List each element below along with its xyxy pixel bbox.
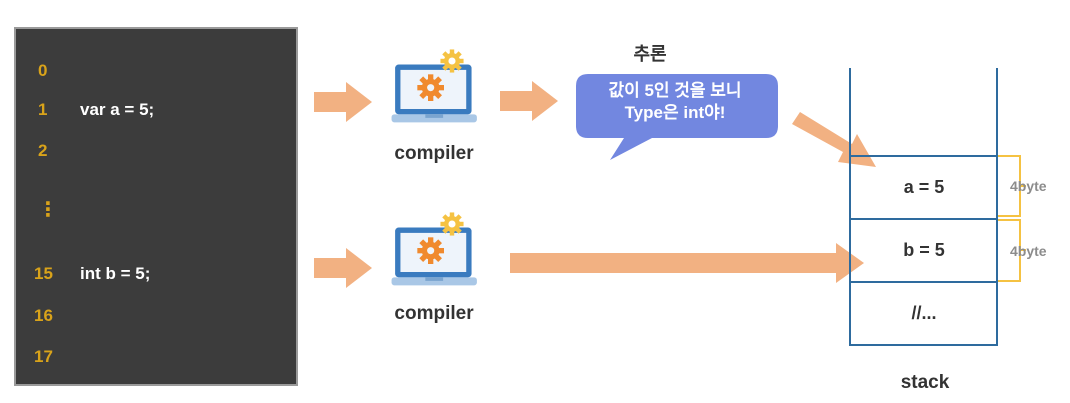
line-number: 15 (34, 264, 53, 283)
arrow-code-to-compiler-top (314, 82, 372, 122)
stack-bottom (849, 344, 998, 346)
stack-cell-rest: //... (911, 303, 937, 323)
stack-divider (849, 281, 998, 283)
stack-right-wall (996, 68, 998, 346)
code-line: int b = 5; (80, 264, 151, 283)
size-label-b: 4byte (1010, 243, 1047, 259)
line-number: 16 (34, 306, 53, 325)
stack-label: stack (900, 372, 950, 393)
stack-cell-a: a = 5 (903, 177, 945, 197)
line-number: 1 (38, 100, 48, 119)
inference-title: 추론 (633, 44, 667, 64)
compiler-label: compiler (394, 303, 474, 324)
speech-bubble (576, 74, 778, 160)
code-panel: 0 1 var a = 5; 2 ⋮ 15 int b = 5; 16 17 (14, 27, 298, 386)
arrow-compiler-to-inference (500, 81, 558, 121)
stack-divider (849, 218, 998, 220)
compiler-label: compiler (394, 143, 474, 164)
size-label-a: 4byte (1010, 178, 1047, 194)
line-number: 17 (34, 347, 53, 366)
stack-left-wall (849, 68, 851, 346)
arrow-code-to-compiler-bottom (314, 248, 372, 288)
inference-text: 값이 5인 것을 보니 Type은 int야! (580, 80, 770, 124)
laptop-gear-icon (391, 212, 477, 286)
line-number: 0 (38, 61, 48, 80)
inference-line-1: 값이 5인 것을 보니 (608, 81, 742, 100)
arrow-compiler-to-stack (510, 243, 864, 283)
code-line: var a = 5; (80, 100, 155, 119)
size-brackets (998, 155, 1026, 282)
arrow-inference-to-stack (792, 112, 876, 167)
laptop-gear-icon (391, 49, 477, 123)
line-ellipsis: ⋮ (38, 199, 58, 221)
stack-cell-b: b = 5 (903, 240, 945, 260)
stack-divider (849, 155, 998, 157)
inference-line-2: Type은 int야! (624, 103, 726, 122)
line-number: 2 (38, 141, 48, 160)
